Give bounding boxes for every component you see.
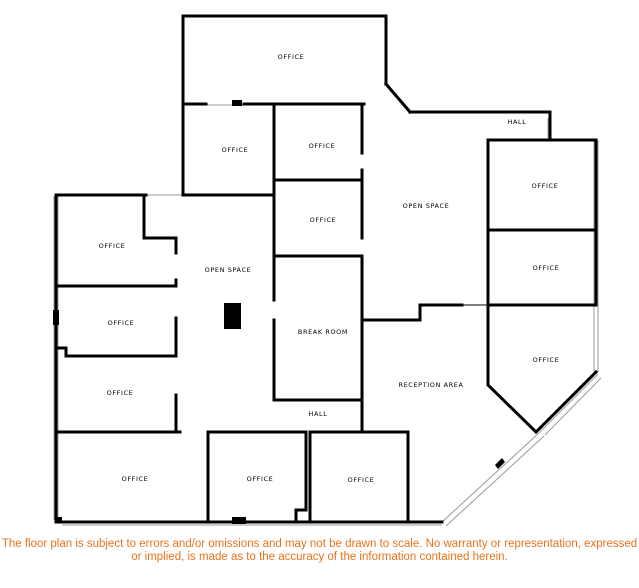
windows — [53, 104, 602, 527]
wall-details — [53, 100, 505, 524]
walls — [54, 14, 599, 524]
room-label-office-left-3: OFFICE — [107, 389, 134, 397]
room-label-office-left-2: OFFICE — [108, 319, 135, 327]
room-label-office-center-top: OFFICE — [309, 142, 336, 150]
room-label-hall-top: HALL — [508, 118, 527, 126]
room-label-break-room: BREAK ROOM — [298, 328, 348, 336]
room-label-office-bottom-3: OFFICE — [348, 476, 375, 484]
room-label-office-right-2: OFFICE — [533, 264, 560, 272]
room-labels: OFFICE OFFICE OFFICE OFFICE OPEN SPACE H… — [99, 53, 560, 484]
room-label-office-bottom-1: OFFICE — [122, 475, 149, 483]
room-label-open-space-left: OPEN SPACE — [205, 266, 252, 274]
room-label-office-center-mid: OFFICE — [310, 216, 337, 224]
room-label-reception-area: RECEPTION AREA — [398, 381, 463, 389]
room-label-office-upper-left: OFFICE — [222, 146, 249, 154]
room-label-office-top: OFFICE — [278, 53, 305, 61]
room-label-office-bottom-2: OFFICE — [247, 475, 274, 483]
room-label-office-left-1: OFFICE — [99, 242, 126, 250]
room-label-office-right-1: OFFICE — [532, 182, 559, 190]
room-label-hall-bottom: HALL — [309, 410, 328, 418]
room-label-office-right-3: OFFICE — [533, 356, 560, 364]
column-pillar — [224, 303, 241, 329]
room-label-open-space-right: OPEN SPACE — [403, 202, 450, 210]
disclaimer-text: The floor plan is subject to errors and/… — [1, 538, 638, 563]
